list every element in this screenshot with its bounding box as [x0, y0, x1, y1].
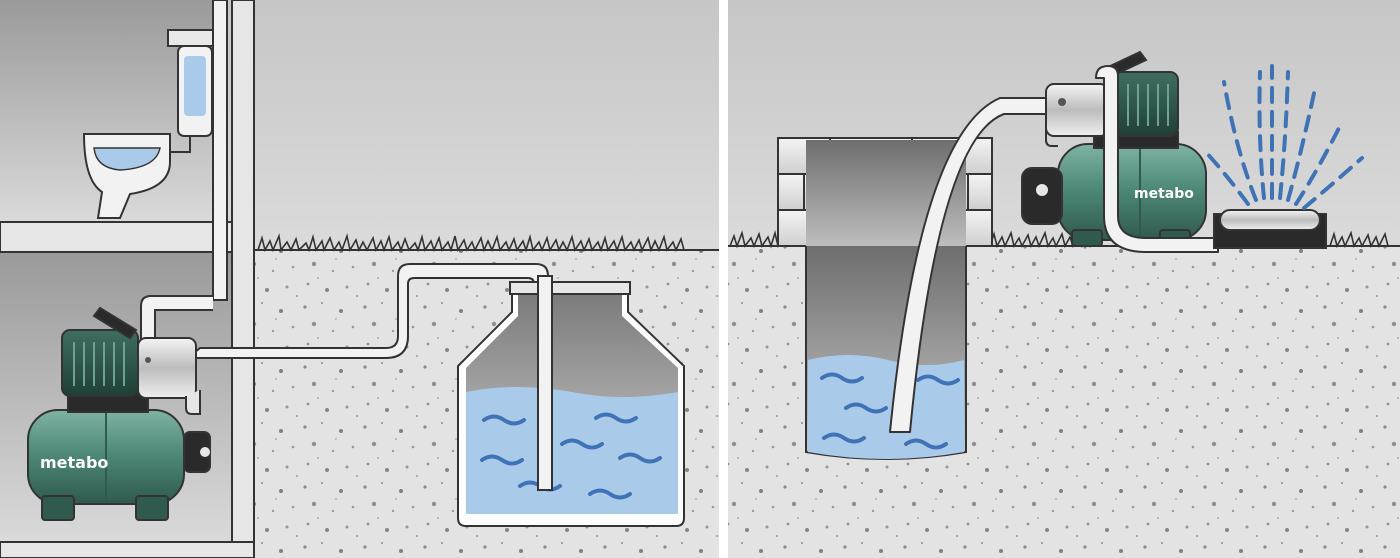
- floor-slab: [0, 221, 239, 253]
- sprinkler-icon: [1213, 209, 1327, 249]
- delivery-hose: [1095, 65, 1219, 253]
- outer-wall: [231, 0, 255, 558]
- well-waves: [820, 372, 960, 450]
- pump-brand-label-garden: metabo: [1134, 186, 1194, 202]
- left-panel: metabo: [0, 0, 722, 558]
- water-spray: [1202, 64, 1364, 210]
- pump-brand-label-left: metabo: [40, 453, 108, 472]
- tank-water: [466, 387, 678, 514]
- right-panel: metabo: [728, 0, 1400, 558]
- toilet-icon: [82, 29, 215, 219]
- pump-icon: metabo: [27, 306, 211, 521]
- tank-waves: [480, 412, 662, 500]
- grass-left: [257, 233, 685, 253]
- tank-icon: [457, 275, 685, 527]
